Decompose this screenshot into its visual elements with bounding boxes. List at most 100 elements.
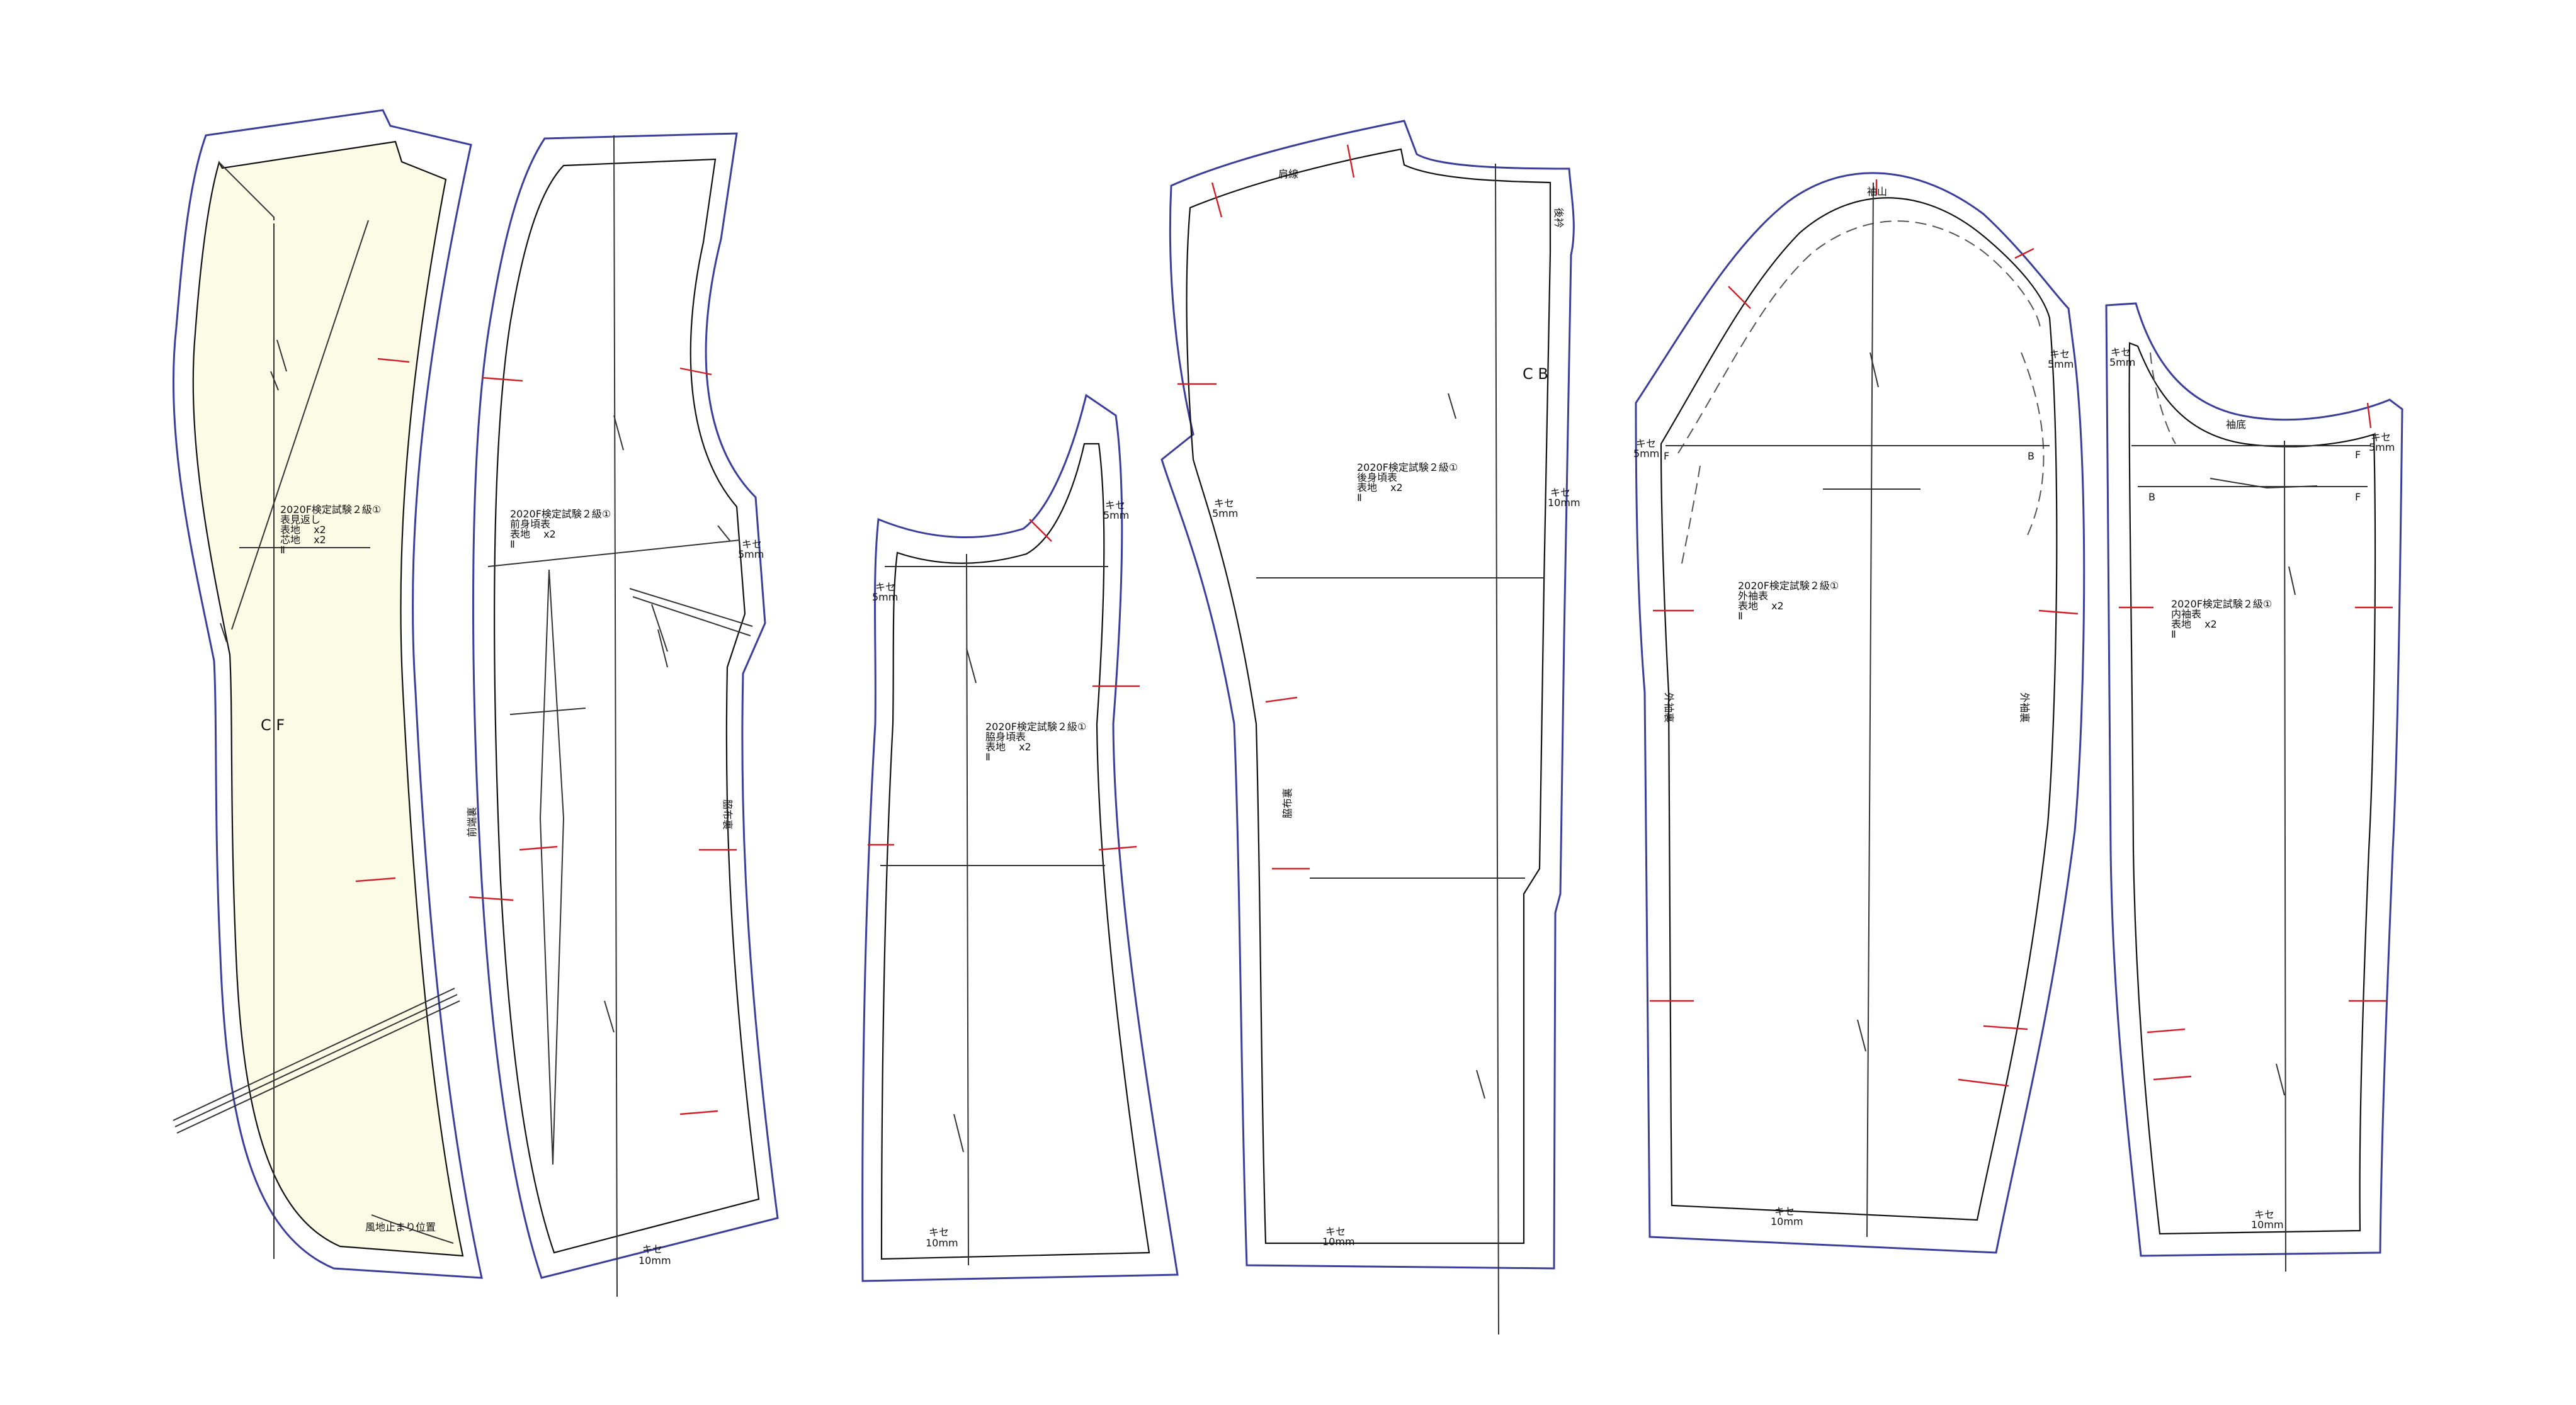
cut-line (494, 158, 760, 1254)
piece-info-line: Ⅱ (510, 538, 515, 550)
piece-front-body[interactable]: 2020F検定試験２級① 前身頃表 表地 x2 Ⅱ キセ 5mm キセ 10mm… (466, 132, 779, 1297)
cut-line (2128, 342, 2376, 1235)
piece-back-body[interactable]: 2020F検定試験２級① 後身頃表 表地 x2 Ⅱ C B 肩線 後衿 キセ 5… (1160, 120, 1580, 1335)
notch-mark (2366, 402, 2372, 429)
seam-allowance-label: キセ (2371, 431, 2391, 443)
notch-mark (1728, 286, 1751, 309)
piece-side-body[interactable]: 2020F検定試験２級① 脇身頃表 表地 x2 Ⅱ キセ 5mm キセ 5mm … (861, 393, 1179, 1282)
seamline-dashed (2150, 352, 2176, 444)
hem-allowance-label: キセ (929, 1226, 949, 1238)
notch-mark (468, 896, 514, 901)
seam-allowance-outline (1635, 172, 2085, 1254)
seam-allowance-label: 5mm (2048, 358, 2074, 370)
front-mark-label: F (2355, 449, 2361, 461)
notch-mark (1098, 845, 1137, 851)
notch-mark (2147, 1028, 2186, 1034)
piece-info-line: 表見返し (280, 514, 321, 526)
sleeve-cap-label: 袖山 (1867, 186, 1887, 198)
seam-allowance-label: キセ (1550, 487, 1570, 499)
piece-under-sleeve[interactable]: 2020F検定試験２級① 内袖表 表地 x2 Ⅱ 袖底 キセ 5mm キセ 5m… (2105, 302, 2403, 1272)
back-mark-label: B (2148, 491, 2155, 503)
notch-mark (1029, 519, 1052, 542)
piece-front-facing[interactable]: 2020F検定試験２級① 表見返し 表地 x2 芯地 x2 Ⅱ C F 風地止ま… (172, 109, 483, 1279)
hem-allowance-label: 10mm (1322, 1236, 1355, 1248)
notch-mark (1265, 696, 1298, 703)
notch-mark (2153, 1075, 2192, 1081)
piece-info-line: 2020F検定試験２級① (280, 504, 381, 516)
lapel-line (218, 162, 275, 220)
notch-mark (377, 358, 410, 363)
notch-mark (1958, 1078, 2009, 1087)
button-mark (604, 1000, 615, 1033)
notch-mark (2038, 609, 2079, 615)
piece-info-line: 2020F検定試験２級① (2171, 598, 2272, 610)
piece-info-line: 2020F検定試験２級① (1357, 461, 1458, 473)
piece-info-line: Ⅱ (985, 751, 990, 763)
seam-allowance-label: キセ (2111, 346, 2131, 358)
button-mark (613, 415, 624, 451)
notch-mark (679, 1110, 718, 1115)
seam-allowance-outline (1160, 120, 1575, 1270)
hem-allowance-label: キセ (642, 1243, 662, 1255)
piece-info-line: 表地 x2 (510, 528, 556, 540)
grain-line (966, 553, 969, 1266)
hem-allowance-label: キセ (1325, 1226, 1346, 1238)
seamline-dashed (2021, 352, 2045, 536)
notch-mark (519, 845, 558, 851)
notch-mark (1983, 1025, 2028, 1030)
seam-allowance-label: 10mm (1548, 497, 1580, 509)
pocket-line-3 (176, 1000, 460, 1134)
hem-allowance-label: 10mm (1771, 1216, 1803, 1227)
cut-line (880, 443, 1150, 1260)
neck-label: 後衿 (1553, 208, 1565, 228)
piece-top-sleeve[interactable]: 2020F検定試験２級① 外袖表 表地 x2 Ⅱ 袖山 キセ 5mm キセ 5m… (1633, 172, 2085, 1254)
notch-mark (355, 877, 396, 883)
piece-info-line: 表地 x2 (1738, 600, 1784, 612)
underarm-label: 袖底 (2226, 419, 2246, 431)
seamline-dashed (1677, 220, 2041, 454)
notch-mark (679, 367, 712, 376)
button-mark (2276, 1063, 2285, 1096)
piece-info-line: 脇身頃表 (985, 731, 1026, 743)
seam-name-label: 脇布裏 (722, 799, 734, 830)
button-mark (2288, 566, 2296, 595)
side-dart-3 (651, 604, 668, 652)
grain-line (1866, 182, 1874, 1238)
fold-line (371, 1214, 454, 1244)
seam-allowance-label: 5mm (2109, 356, 2135, 368)
button-mark (276, 339, 287, 372)
seam-allowance-label: キセ (1105, 499, 1125, 511)
front-mark-label: F (1664, 450, 1669, 462)
grain-line (613, 135, 618, 1297)
button-mark (1870, 352, 1879, 388)
seam-allowance-label: キセ (742, 538, 762, 550)
piece-info-line: 2020F検定試験２級① (985, 721, 1086, 733)
cut-line (1660, 197, 2058, 1221)
side-dart-2 (632, 596, 751, 636)
piece-info-line: Ⅱ (2171, 628, 2176, 640)
seam-allowance-label: キセ (875, 581, 895, 593)
seam-allowance-label: キセ (2050, 348, 2070, 360)
notch-mark (2014, 247, 2034, 259)
seam-allowance-label: キセ (1214, 497, 1234, 509)
notch-mark (1211, 182, 1223, 218)
button-mark (1857, 1019, 1866, 1052)
lapel-roll-line (231, 220, 369, 630)
button-mark (1476, 1069, 1485, 1099)
back-mark-label: B (2028, 450, 2034, 462)
seam-allowance-outline (472, 132, 779, 1279)
center-back-line (1495, 163, 1499, 1335)
front-dart (539, 569, 565, 1165)
cut-line (1186, 148, 1552, 1244)
facing-stop-note: 風地止まり位置 (365, 1221, 436, 1233)
button-mark (220, 623, 227, 643)
seam-allowance-label: 5mm (1212, 507, 1238, 519)
piece-info-line: Ⅱ (1738, 610, 1743, 622)
seam-name-label: 前端裏 (466, 807, 478, 837)
piece-info-line: 表地 x2 (1357, 482, 1403, 494)
grain-line (2284, 440, 2286, 1272)
button-mark (1448, 393, 1456, 419)
button-mark (657, 629, 668, 668)
notch-mark (1346, 144, 1355, 178)
